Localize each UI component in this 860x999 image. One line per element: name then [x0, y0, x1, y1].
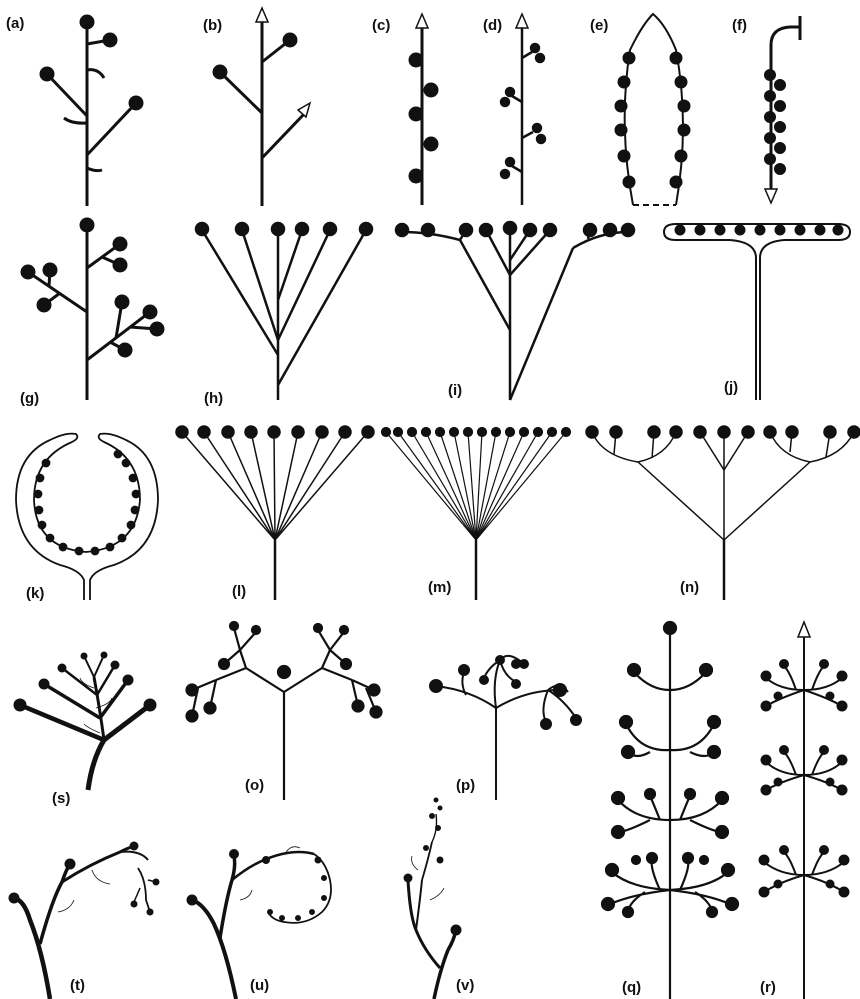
panel-s — [14, 652, 156, 790]
panel-label-q: (q) — [622, 979, 641, 996]
panel-label-j: (j) — [724, 379, 738, 396]
panel-label-t: (t) — [70, 977, 85, 994]
panel-label-k: (k) — [26, 585, 44, 602]
panel-label-d: (d) — [483, 17, 502, 34]
panel-i — [396, 222, 634, 400]
panel-label-c: (c) — [372, 17, 390, 34]
panel-d — [501, 14, 545, 205]
panel-p — [430, 656, 581, 800]
panel-label-s: (s) — [52, 790, 70, 807]
panel-label-e: (e) — [590, 17, 608, 34]
panel-label-a: (a) — [6, 15, 24, 32]
panel-f — [765, 16, 800, 203]
panel-q — [602, 622, 738, 999]
panel-label-g: (g) — [20, 390, 39, 407]
panel-a — [41, 16, 142, 206]
panel-label-h: (h) — [204, 390, 223, 407]
panel-k — [16, 434, 158, 600]
panel-label-m: (m) — [428, 579, 451, 596]
panel-label-l: (l) — [232, 583, 246, 600]
panel-label-n: (n) — [680, 579, 699, 596]
panel-m — [382, 428, 571, 601]
panel-j — [664, 224, 850, 400]
panel-label-r: (r) — [760, 979, 776, 996]
panel-o — [187, 622, 382, 800]
panel-g — [22, 219, 163, 400]
panel-label-i: (i) — [448, 382, 462, 399]
panel-label-f: (f) — [732, 17, 747, 34]
panel-h — [196, 223, 372, 400]
panel-label-b: (b) — [203, 17, 222, 34]
panel-r — [760, 622, 849, 999]
panel-v — [404, 798, 461, 999]
panel-n — [586, 426, 860, 600]
panel-e — [616, 14, 690, 205]
panel-b — [214, 8, 310, 206]
panel-label-v: (v) — [456, 977, 474, 994]
panel-c — [410, 14, 437, 205]
panel-label-o: (o) — [245, 777, 264, 794]
panel-l — [176, 426, 374, 600]
panel-label-p: (p) — [456, 777, 475, 794]
panel-t — [9, 842, 159, 999]
panel-label-u: (u) — [250, 977, 269, 994]
